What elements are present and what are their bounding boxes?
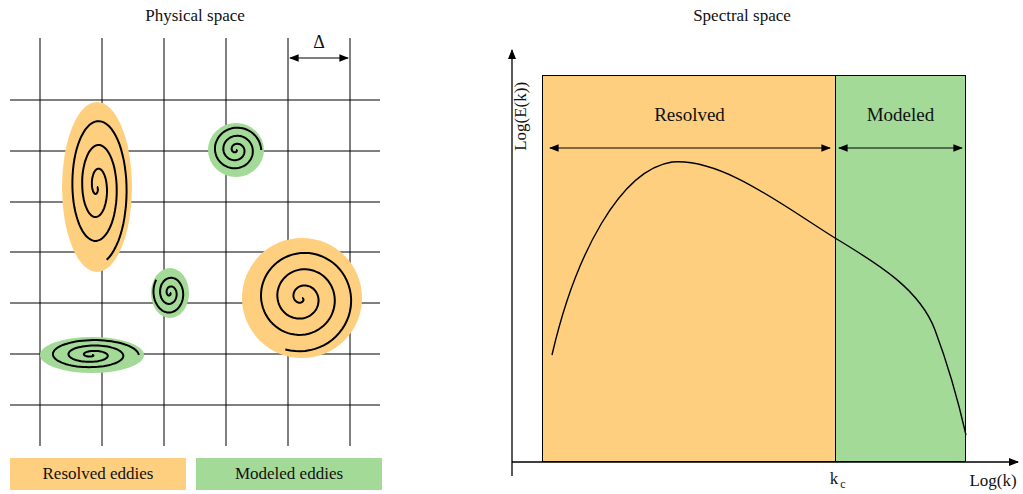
energy-spectrum-curve <box>552 162 966 435</box>
panel-title: Physical space <box>145 7 245 26</box>
spectral-band: Modeled <box>835 75 966 462</box>
mesh-grid <box>10 38 380 446</box>
eddy-spiral <box>53 340 139 367</box>
eddy-blob <box>242 238 362 358</box>
spectral-band: Resolved <box>542 75 836 462</box>
eddy-blob <box>151 268 189 318</box>
range-arrow <box>550 147 830 148</box>
band-label: Resolved <box>654 105 725 126</box>
eddy-spiral <box>215 128 261 169</box>
axis-tick-label: k <box>830 470 839 489</box>
eddy-spiral <box>154 278 184 313</box>
eddy-blob <box>208 123 264 177</box>
panel-title: Spectral space <box>693 7 791 26</box>
axis-label: Log(k) <box>969 472 1016 491</box>
range-arrow <box>839 147 962 148</box>
cell-size-label: Δ <box>313 33 325 53</box>
legend-text: Modeled eddies <box>235 465 343 484</box>
eddy-spiral <box>72 121 126 260</box>
axis-label: Log(E(k)) <box>512 82 531 151</box>
resolved-band-fill <box>542 75 835 462</box>
band-label: Modeled <box>867 105 935 126</box>
eddy-blob <box>40 337 144 373</box>
axis-tick-subscript: c <box>840 478 845 491</box>
eddy-spiral <box>261 253 351 351</box>
legend-swatch: Resolved eddies <box>10 458 186 490</box>
modeled-band-fill <box>835 75 966 462</box>
legend-swatch: Modeled eddies <box>196 458 382 490</box>
legend-text: Resolved eddies <box>43 465 154 484</box>
eddy-blob <box>62 102 132 272</box>
eddies <box>40 102 362 373</box>
cell-size-arrow <box>290 57 348 58</box>
